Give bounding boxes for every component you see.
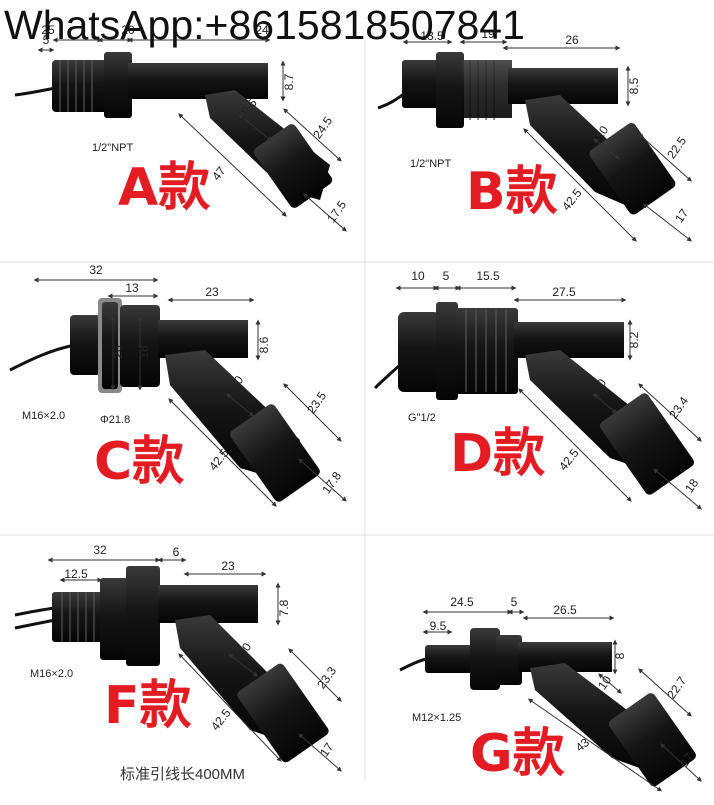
variant-label-a: A款 [118,158,211,218]
dimension-line-g-d6 [598,673,622,694]
dimension-line-d-d8 [518,388,632,502]
dimension-value-a-d1: 5 [43,33,50,47]
variant-label-g: G款 [470,724,565,784]
dimension-value-f-d9: 17 [317,740,336,759]
dimension-value-a-d5: 8.7 [282,73,296,90]
dimension-line-g-d8 [527,698,663,792]
dimension-value-d-d7: 23.4 [666,394,691,421]
dimension-value-b-d2: 19 [481,27,495,41]
variant-label-f: F款 [104,676,192,736]
dimension-line-d-d9 [653,468,702,510]
dimension-value-d-d3: 15.5 [476,269,500,283]
variant-label-b: B款 [466,162,558,222]
thread-spec-c-diameter: Φ21.8 [100,414,131,426]
dimension-value-d-d9: 18 [682,476,701,495]
dimension-line-g-d7 [638,668,692,717]
variant-label-d: D款 [450,424,546,484]
dimension-line-f-d9 [298,733,342,772]
dimension-value-a-d2: 25 [41,23,55,37]
dimension-value-b-d3: 26 [565,33,579,47]
thread-spec-b: 1/2"NPT [410,158,452,170]
dimension-value-c-d8: 23.5 [304,389,329,416]
dimension-value-b-d4: 8.5 [627,77,641,94]
contact-header: WhatsApp:+8615818507841 [4,2,525,48]
dimension-value-c-d2: 13 [125,281,139,295]
dimension-value-d-d1: 10 [411,269,425,283]
dimension-value-g-d1: 24.5 [450,595,474,609]
dimension-value-b-d8: 17 [672,206,691,225]
variant-label-c: C款 [94,432,185,492]
dimension-line-f-d7 [288,648,342,702]
dimension-value-g-d4: 26.5 [553,603,577,617]
dimension-value-f-d7: 23.3 [314,664,339,691]
thread-spec-c: M16×2.0 [22,410,66,422]
lead-length-note: 标准引线长400MM [120,766,246,783]
thread-spec-d: G"1/2 [408,412,436,424]
dimension-line-b-d7 [523,128,637,242]
dimension-value-f-d8: 42.5 [208,706,234,733]
dimension-line-b-d6 [638,133,692,182]
dimension-value-d-d5: 8.2 [627,331,641,348]
dimension-value-f-d3: 12.5 [64,567,88,581]
panel-dividers [0,40,714,780]
dimension-value-g-d3: 9.5 [430,619,447,633]
dimension-value-d-d8: 42.5 [556,446,582,473]
dimension-value-g-d5: 8 [613,652,627,659]
dimension-value-f-d4: 23 [221,559,235,573]
dimension-value-c-d3: 23 [205,285,219,299]
dimension-value-c-d6: 8.6 [257,336,271,353]
dimension-value-a-d9: 17.5 [324,198,349,225]
dimension-line-a-d9 [303,193,347,232]
dimension-value-a-d3: 20 [121,23,135,37]
dimension-value-b-d6: 22.5 [664,134,689,161]
dimension-value-f-d5: 7.8 [277,599,291,616]
dimension-value-g-d7: 22.7 [664,674,689,701]
dimension-line-c-d9 [168,398,277,507]
thread-spec-a: 1/2"NPT [92,142,134,154]
dimension-line-b-d8 [643,203,692,242]
dimension-value-b-d7: 42.5 [559,186,585,213]
dimension-value-a-d8: 47 [209,164,228,183]
dimension-value-a-d7: 24.5 [310,114,335,141]
dimension-value-d-d4: 27.5 [552,285,576,299]
dimension-line-c-d8 [283,383,342,442]
dimension-value-c-d5: 18 [137,345,151,359]
thread-spec-f: M16×2.0 [30,668,74,680]
dimension-value-f-d1: 32 [93,543,107,557]
dimension-value-f-d2: 6 [173,545,180,559]
dimension-value-b-d1: 13.5 [420,29,444,43]
dimension-lines [33,37,702,792]
dimension-line-a-d8 [178,113,287,217]
dimension-value-g-d2: 5 [511,595,518,609]
dimension-line-c-d10 [298,458,347,502]
dimension-line-f-d8 [178,653,282,762]
thread-spec-g: M12×1.25 [412,712,462,724]
dimension-line-a-d7 [283,108,342,162]
dimension-value-c-d1: 32 [89,263,103,277]
dimension-line-g-d9 [660,743,702,782]
sensor-drawing-a [14,52,333,208]
dimension-value-a-d4: 24 [255,23,269,37]
dimension-value-c-d4: 26 [111,345,125,359]
dimension-value-d-d2: 5 [443,269,450,283]
dimension-line-d-d7 [638,383,702,442]
dimension-value-c-d10: 17.8 [319,469,344,496]
